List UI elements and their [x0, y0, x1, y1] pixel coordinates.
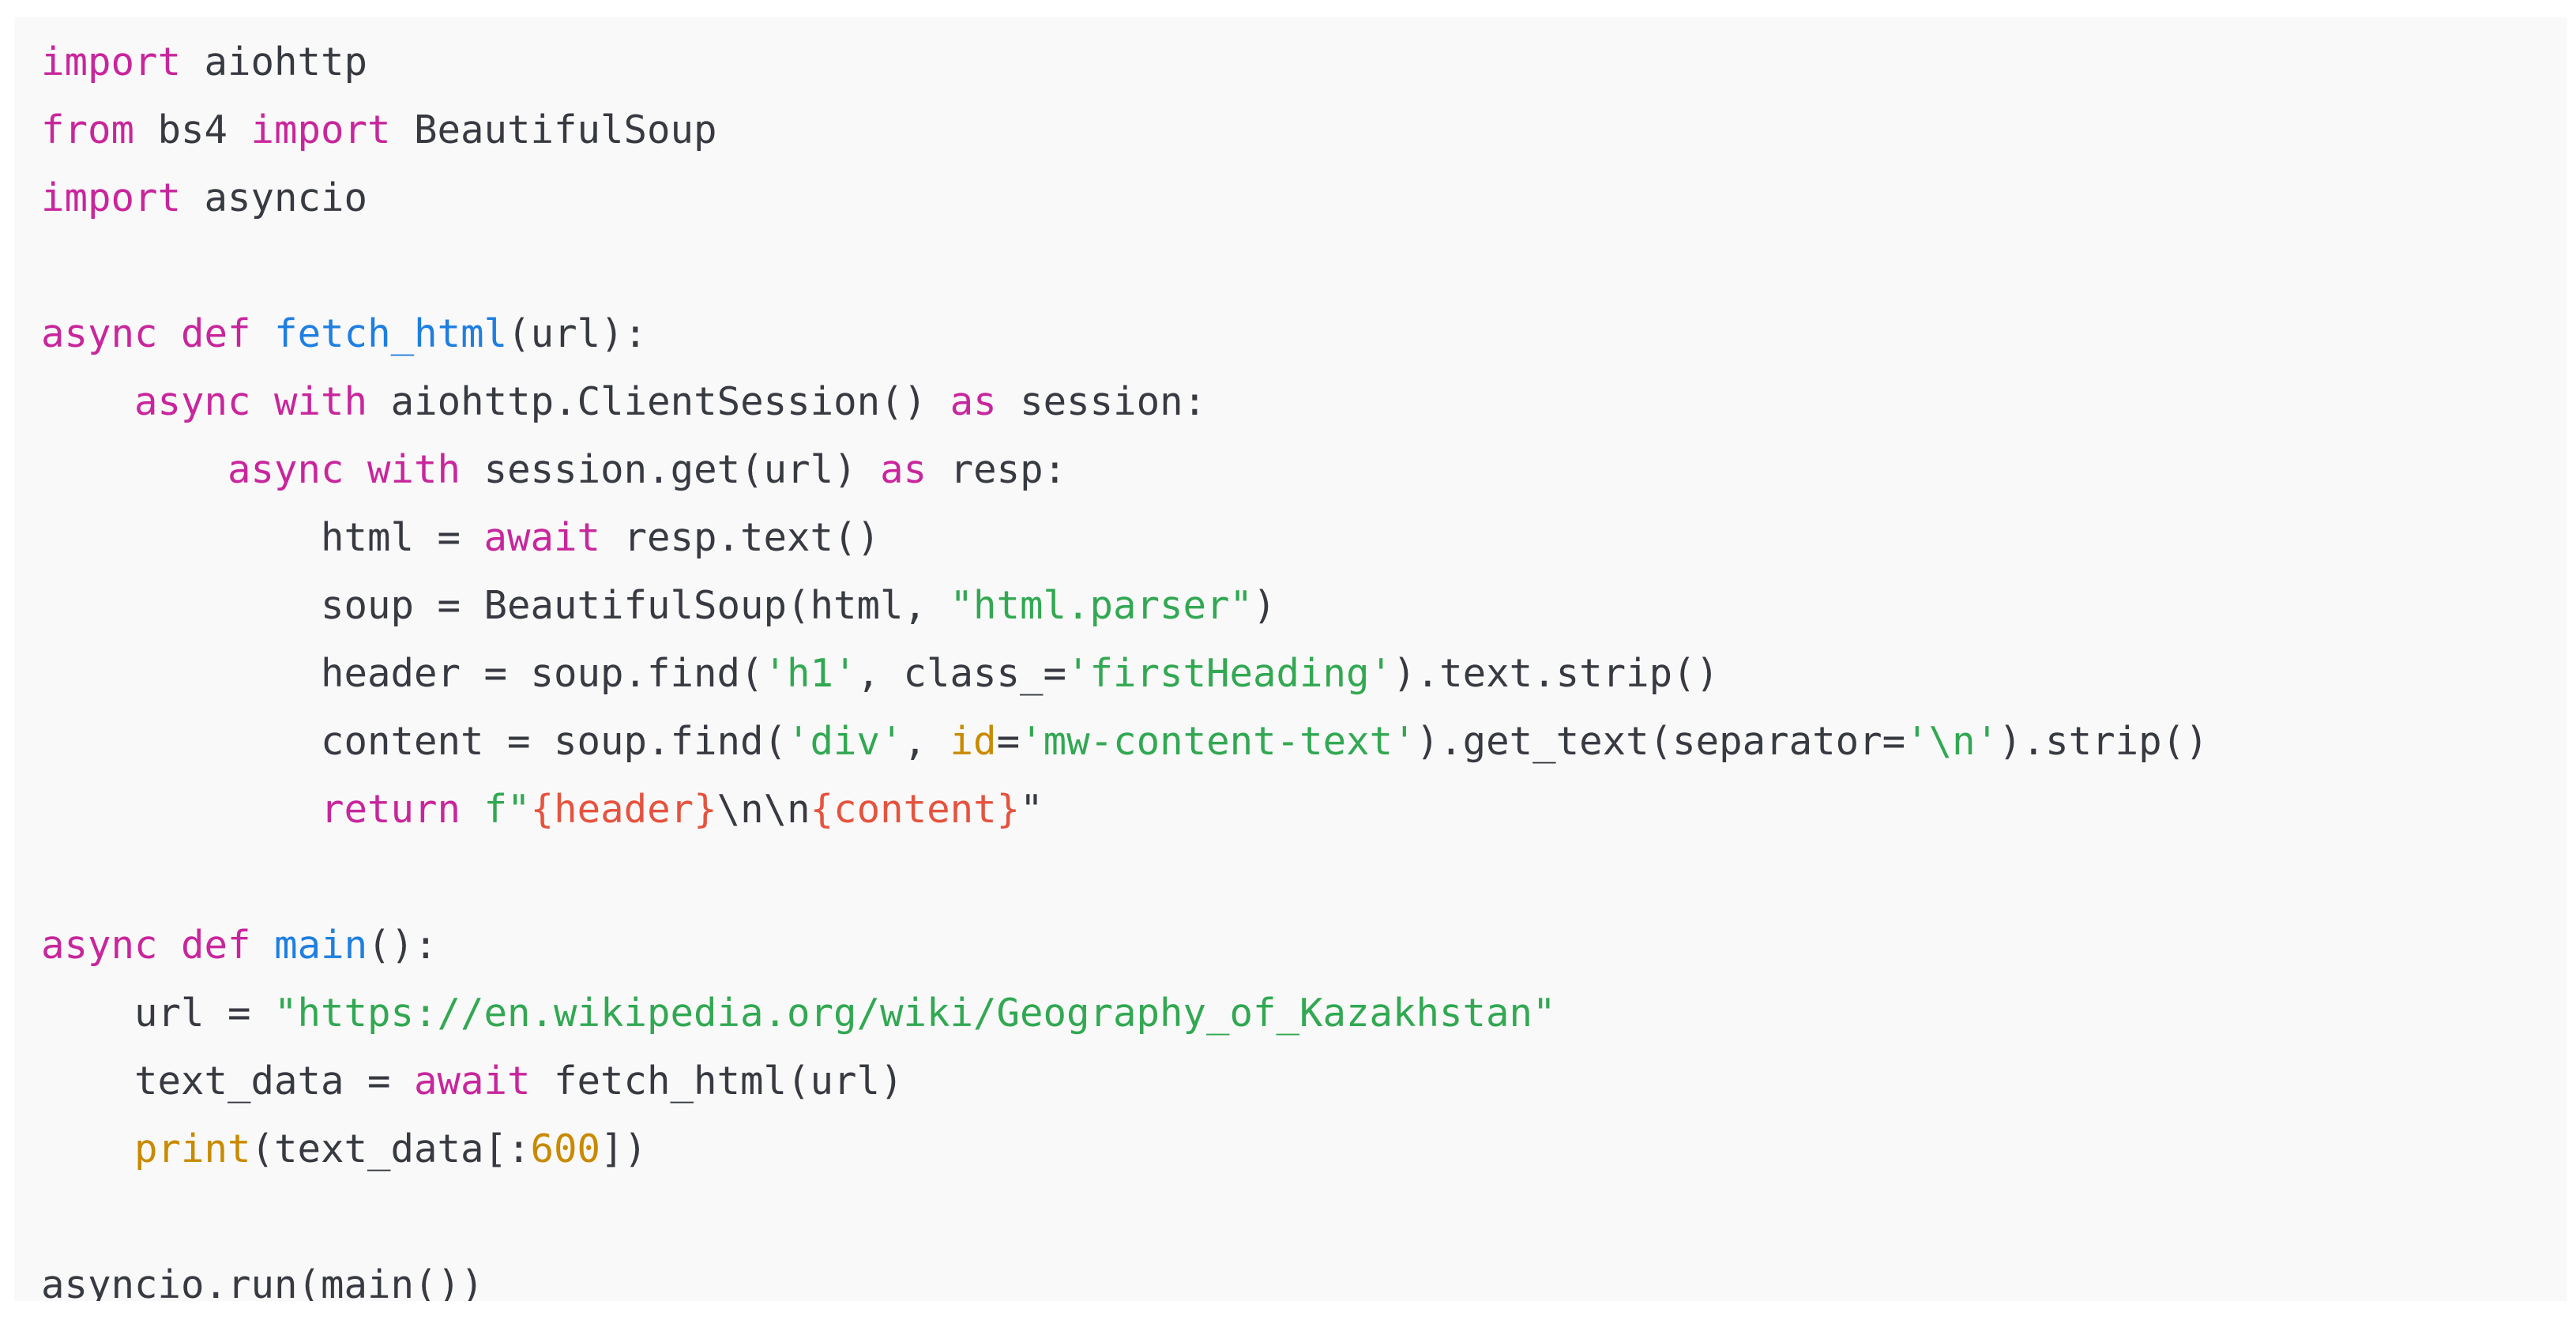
- code-line: async def main():: [41, 912, 2209, 980]
- code-token: ).text.strip(): [1393, 651, 1720, 696]
- code-line: text_data = await fetch_html(url): [41, 1047, 2209, 1115]
- code-token: await: [414, 1059, 531, 1104]
- code-token: [158, 311, 182, 356]
- code-line: [41, 1183, 2209, 1251]
- code-token: import: [41, 175, 182, 220]
- code-token: fetch_html(url): [530, 1059, 904, 1104]
- code-token: "https://en.wikipedia.org/wiki/Geography…: [274, 991, 1556, 1036]
- code-line: from bs4 import BeautifulSoup: [41, 96, 2209, 164]
- code-token: {content}: [810, 787, 1021, 832]
- code-token: asyncio: [181, 175, 368, 220]
- code-line: [41, 232, 2209, 300]
- code-token: url =: [41, 991, 275, 1036]
- code-line: [41, 844, 2209, 912]
- code-token: [158, 923, 182, 968]
- code-token: async: [41, 923, 158, 968]
- code-token: ": [1020, 787, 1044, 832]
- code-token: [41, 447, 228, 492]
- code-token: '\n': [1905, 719, 1999, 764]
- code-token: as: [880, 447, 927, 492]
- code-token: ).strip(): [1999, 719, 2209, 764]
- code-token: async: [228, 447, 344, 492]
- code-line: import asyncio: [41, 164, 2209, 232]
- code-line: content = soup.find('div', id='mw-conten…: [41, 708, 2209, 776]
- code-token: 'mw-content-text': [1020, 719, 1416, 764]
- code-line: async def fetch_html(url):: [41, 300, 2209, 368]
- code-token: 'firstHeading': [1066, 651, 1393, 696]
- code-token: header = soup.find(: [41, 651, 764, 696]
- code-line: html = await resp.text(): [41, 504, 2209, 572]
- code-token: , class_=: [856, 651, 1067, 696]
- code-token: "html.parser": [950, 583, 1254, 628]
- code-token: BeautifulSoup: [390, 107, 717, 152]
- code-token: \n\n: [716, 787, 810, 832]
- code-token: as: [950, 379, 997, 424]
- code-token: (url):: [507, 311, 648, 356]
- code-token: content = soup.find(: [41, 719, 788, 764]
- code-token: 600: [530, 1126, 601, 1171]
- code-token: print: [134, 1126, 251, 1171]
- code-token: aiohttp: [181, 39, 368, 85]
- code-token: ).get_text(separator=: [1416, 719, 1906, 764]
- code-token: [461, 787, 484, 832]
- code-line: print(text_data[:600]): [41, 1115, 2209, 1183]
- code-line: soup = BeautifulSoup(html, "html.parser"…: [41, 572, 2209, 640]
- code-token: def: [181, 311, 251, 356]
- code-token: asyncio.run(main()): [41, 1262, 484, 1301]
- code-token: session:: [996, 379, 1207, 424]
- code-token: aiohttp.ClientSession(): [367, 379, 950, 424]
- code-token: def: [181, 923, 251, 968]
- code-token: [251, 379, 275, 424]
- code-line: import aiohttp: [41, 28, 2209, 96]
- code-line: return f"{header}\n\n{content}": [41, 776, 2209, 844]
- code-token: fetch_html: [274, 311, 508, 356]
- code-token: text_data =: [41, 1059, 415, 1104]
- code-token: async: [134, 379, 251, 424]
- code-token: 'div': [787, 719, 904, 764]
- code-token: ():: [367, 923, 438, 968]
- code-line: url = "https://en.wikipedia.org/wiki/Geo…: [41, 980, 2209, 1047]
- code-line: async with session.get(url) as resp:: [41, 436, 2209, 504]
- code-token: [41, 379, 134, 424]
- code-token: (text_data[:: [250, 1126, 531, 1171]
- code-token: await: [483, 515, 601, 560]
- code-token: import: [41, 39, 182, 85]
- code-line: asyncio.run(main()): [41, 1251, 2209, 1301]
- code-token: [41, 1126, 134, 1171]
- code-token: resp:: [927, 447, 1067, 492]
- code-token: =: [996, 719, 1021, 764]
- code-token: 'h1': [763, 651, 857, 696]
- code-line: header = soup.find('h1', class_='firstHe…: [41, 640, 2209, 708]
- code-line: async with aiohttp.ClientSession() as se…: [41, 368, 2209, 436]
- code-token: return: [321, 787, 461, 832]
- code-token: html =: [41, 515, 484, 560]
- code-token: bs4: [134, 107, 251, 152]
- code-token: [251, 311, 275, 356]
- code-token: with: [367, 447, 461, 492]
- code-token: ]): [600, 1126, 648, 1171]
- code-token: id: [950, 719, 997, 764]
- code-token: [344, 447, 368, 492]
- code-token: ,: [903, 719, 950, 764]
- code-token: resp.text(): [600, 515, 881, 560]
- code-token: {header}: [530, 787, 717, 832]
- code-token: main: [274, 923, 368, 968]
- code-token: ): [1253, 583, 1277, 628]
- code-token: with: [274, 379, 368, 424]
- code-token: [251, 923, 275, 968]
- code-token: f": [483, 787, 531, 832]
- code-token: from: [41, 107, 135, 152]
- code-token: import: [250, 107, 391, 152]
- code-token: soup = BeautifulSoup(html,: [41, 583, 950, 628]
- code-token: [41, 787, 321, 832]
- code-token: session.get(url): [461, 447, 881, 492]
- code-token: async: [41, 311, 158, 356]
